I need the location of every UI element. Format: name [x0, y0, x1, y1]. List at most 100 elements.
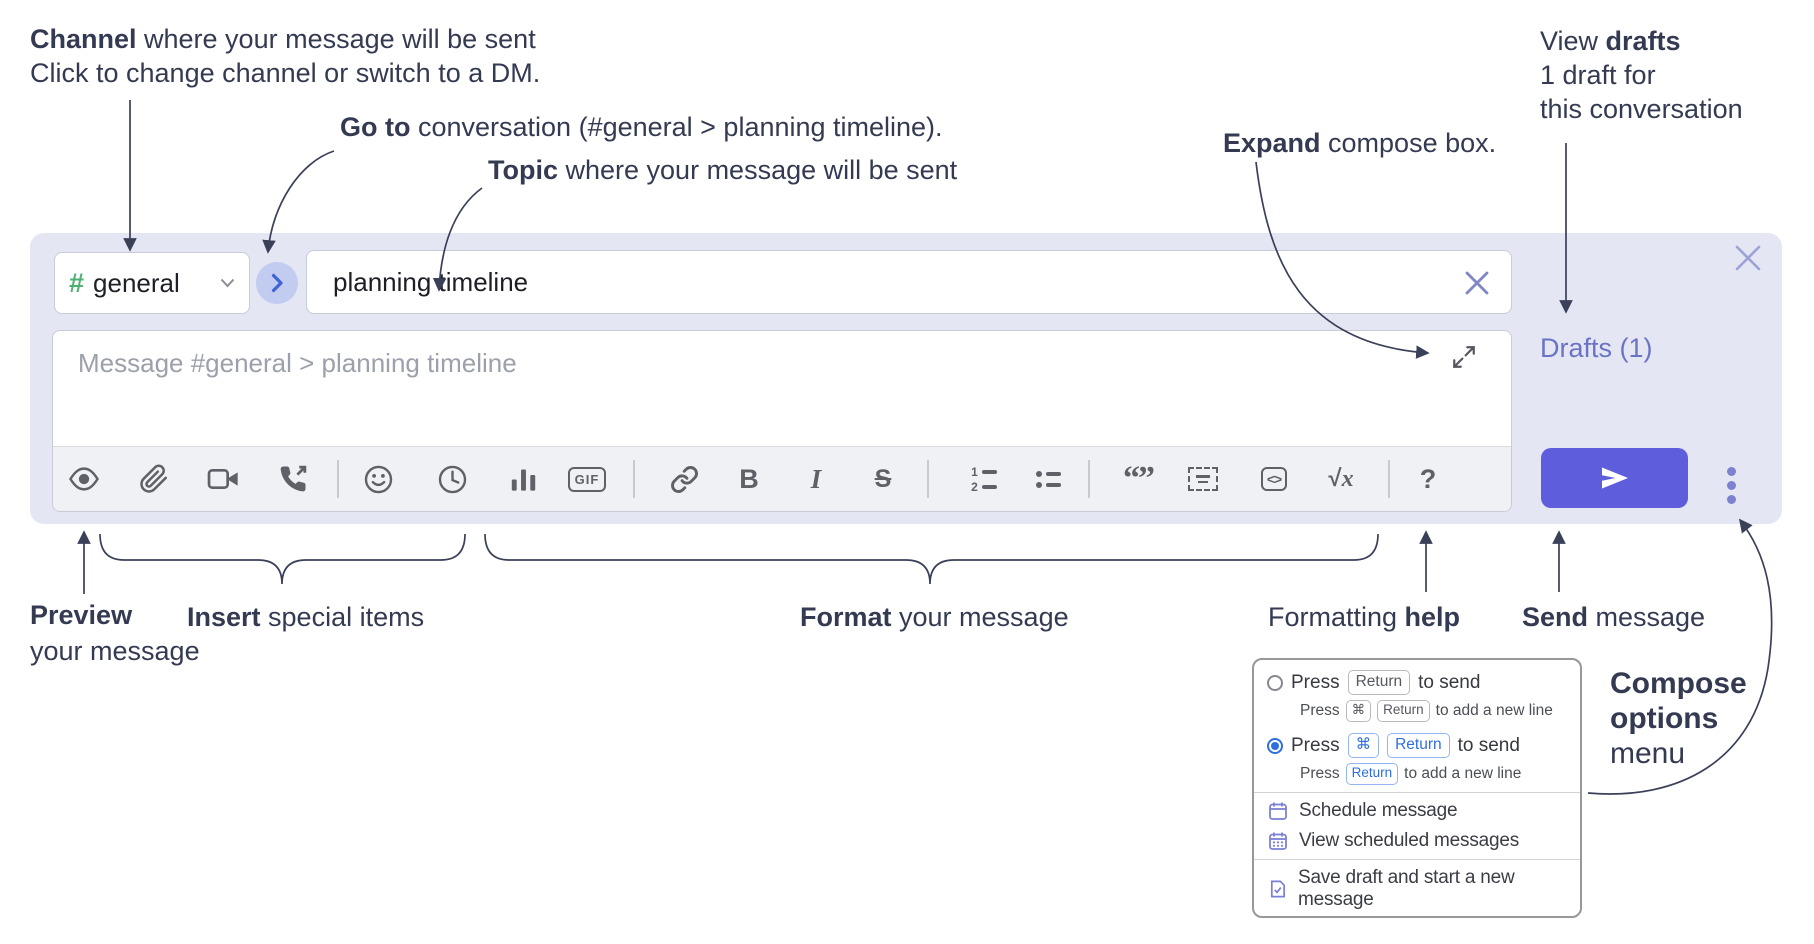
code-glyph: <>: [1260, 467, 1288, 491]
menu-item-save-draft[interactable]: Save draft and start a new message: [1254, 867, 1580, 911]
annotation-insert: Insert special items: [187, 600, 424, 634]
radio-unselected-icon[interactable]: [1267, 674, 1283, 691]
annotation-send-bold: Send: [1522, 602, 1589, 632]
enter-sends-subtext: Press ⌘ Return to add a new line: [1254, 700, 1580, 722]
annotation-expand-bold: Expand: [1223, 128, 1321, 158]
annotation-channel-line2: Click to change channel or switch to a D…: [30, 58, 541, 88]
channel-selector[interactable]: # general: [54, 252, 250, 314]
attach-icon[interactable]: [135, 460, 173, 498]
annotation-preview: Preview: [30, 598, 132, 632]
strikethrough-icon[interactable]: S: [864, 460, 902, 498]
option1-sub-rest: to add a new line: [1435, 702, 1553, 719]
annotation-goto-bold: Go to: [340, 112, 411, 142]
cmd-key-chip: ⌘: [1345, 700, 1372, 722]
bold-glyph: B: [739, 463, 759, 494]
code-icon[interactable]: <>: [1255, 460, 1293, 498]
annotation-format-rest: your message: [891, 602, 1069, 632]
numbered-list-icon[interactable]: 1 2: [965, 460, 1003, 498]
annotation-format-bold: Format: [800, 602, 892, 632]
insert-group-brace: [99, 533, 466, 585]
video-call-icon[interactable]: [204, 460, 242, 498]
dot: [1726, 494, 1736, 504]
annotation-send: Send message: [1522, 600, 1705, 634]
popup-divider: [1254, 792, 1580, 793]
drafts-link[interactable]: Drafts (1): [1540, 333, 1653, 363]
annotation-compose-line1: Compose: [1610, 667, 1747, 700]
annotation-expand-rest: compose box.: [1320, 128, 1497, 158]
compose-options-button[interactable]: [1716, 462, 1746, 508]
toolbar-divider: [633, 460, 635, 498]
gif-label: GIF: [567, 466, 607, 492]
chevron-down-icon: [220, 278, 235, 288]
topic-input-value: planning timeline: [333, 266, 529, 297]
italic-icon[interactable]: I: [797, 460, 835, 498]
send-button[interactable]: [1541, 448, 1688, 508]
return-key-chip-blue: Return: [1387, 733, 1450, 758]
gif-icon[interactable]: GIF: [567, 460, 607, 498]
annotation-help-pre: Formatting: [1268, 602, 1405, 632]
emoji-icon[interactable]: [359, 460, 397, 498]
annotation-drafts-line3: this conversation: [1540, 94, 1743, 124]
annotation-drafts-pre: View: [1540, 26, 1606, 56]
go-to-conversation-button[interactable]: [256, 262, 298, 304]
bold-icon[interactable]: B: [730, 460, 768, 498]
channel-name: general: [93, 267, 180, 298]
cmd-enter-sends-subtext: Press Return to add a new line: [1254, 763, 1580, 785]
annotation-topic-rest: where your message will be sent: [558, 155, 958, 185]
enter-sends-option[interactable]: Press Return to send: [1254, 670, 1580, 695]
annotation-insert-rest: special items: [260, 602, 425, 632]
menu-item-view-scheduled[interactable]: View scheduled messages: [1254, 830, 1580, 852]
compose-box: # general planning timeline Message #gen…: [30, 233, 1782, 524]
option1-rest: to send: [1418, 671, 1481, 693]
poll-icon[interactable]: [504, 460, 542, 498]
preview-icon[interactable]: [65, 460, 103, 498]
format-group-brace: [484, 533, 1379, 585]
annotation-help: Formatting help: [1268, 600, 1460, 634]
annotation-drafts-line2: 1 draft for: [1540, 60, 1656, 90]
expand-compose-icon[interactable]: [1451, 344, 1477, 370]
compose-options-popup: Press Return to send Press ⌘ Return to a…: [1252, 658, 1582, 918]
math-icon[interactable]: √x: [1322, 460, 1360, 498]
annotation-preview-line2: your message: [30, 636, 200, 666]
annotation-topic-bold: Topic: [488, 155, 558, 185]
calendar-grid-icon: [1269, 832, 1287, 850]
link-icon[interactable]: [665, 460, 703, 498]
annotation-help-bold: help: [1404, 602, 1461, 632]
cmd-enter-sends-option[interactable]: Press ⌘ Return to send: [1254, 733, 1580, 758]
ol-2: 2: [971, 479, 978, 494]
spoiler-icon[interactable]: [1184, 460, 1222, 498]
help-icon[interactable]: ?: [1409, 460, 1447, 498]
menu-item-schedule-message[interactable]: Schedule message: [1254, 800, 1580, 822]
option2-press: Press: [1291, 734, 1340, 756]
quote-icon[interactable]: “”: [1119, 460, 1157, 498]
dot: [1726, 466, 1736, 476]
annotation-compose-options: Compose options menu: [1610, 666, 1747, 771]
cmd-key-chip-blue: ⌘: [1347, 733, 1380, 758]
return-key-chip: Return: [1347, 670, 1411, 695]
annotation-format: Format your message: [800, 600, 1069, 634]
compose-toolbar: GIF B I S 1 2: [53, 446, 1511, 511]
option2-sub-press: Press: [1300, 765, 1340, 782]
menu-item-label: Save draft and start a new message: [1297, 867, 1515, 910]
option2-rest: to send: [1457, 734, 1520, 756]
annotation-topic: Topic where your message will be sent: [488, 153, 957, 187]
toolbar-divider: [337, 460, 339, 498]
voice-call-icon[interactable]: [274, 460, 312, 498]
radio-selected-icon[interactable]: [1267, 737, 1283, 754]
message-input[interactable]: Message #general > planning timeline: [52, 330, 1512, 512]
topic-input[interactable]: planning timeline: [306, 250, 1512, 314]
close-compose-icon[interactable]: [1732, 242, 1764, 274]
channel-hash-icon: #: [69, 267, 85, 298]
strikethrough-glyph: S: [874, 464, 892, 493]
time-icon[interactable]: [433, 460, 471, 498]
clear-topic-icon[interactable]: [1463, 269, 1491, 297]
annotation-goto: Go to conversation (#general > planning …: [340, 110, 943, 144]
annotation-channel-bold: Channel: [30, 24, 137, 54]
popup-divider: [1254, 859, 1580, 860]
bulleted-list-icon[interactable]: [1029, 460, 1067, 498]
annotation-compose-line3: menu: [1610, 737, 1686, 770]
return-key-chip-blue: Return: [1345, 763, 1399, 785]
toolbar-divider: [1388, 460, 1390, 498]
send-icon: [1601, 467, 1628, 489]
